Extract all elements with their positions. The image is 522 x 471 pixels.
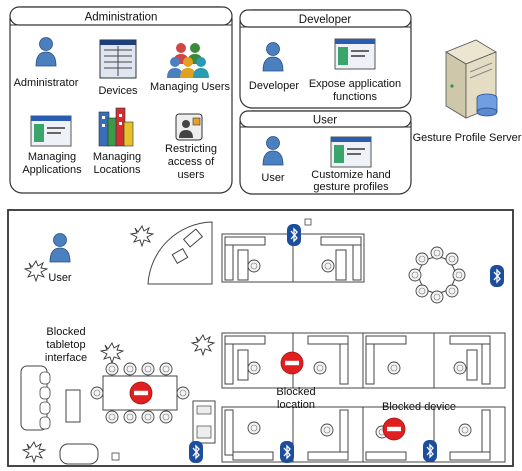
blocked-device-label: Blocked device — [382, 401, 456, 413]
managing-applications-label-line2: Applications — [22, 164, 82, 176]
blocked-location-label-line2: location — [277, 399, 315, 411]
restricting-access-icon — [175, 113, 203, 141]
managing-applications-icon — [30, 115, 72, 147]
bluetooth-icon — [279, 440, 295, 464]
managing-locations-label-line2: Locations — [93, 164, 141, 176]
floor-user-label: User — [48, 272, 72, 284]
restricting-access-label-line2: access of — [168, 156, 215, 168]
round-meeting-table — [408, 246, 466, 304]
managing-locations-icon — [98, 107, 134, 147]
customize-profiles-icon — [330, 136, 372, 168]
workstation-cluster-middle — [221, 332, 506, 389]
administration-panel: Administration Administrator Devices — [9, 6, 233, 194]
bluetooth-icon — [188, 440, 204, 464]
user-label: User — [261, 172, 285, 184]
no-entry-icon — [129, 381, 153, 405]
workstation-cluster-bottom — [221, 406, 506, 463]
user-panel: User User Customize hand gesture profile… — [239, 110, 412, 195]
sofa — [20, 365, 51, 431]
restricting-access-label-line3: users — [178, 169, 205, 181]
blocked-location-label-line1: Blocked — [276, 386, 315, 398]
restricting-access-label-line1: Restricting — [165, 143, 217, 155]
bluetooth-icon — [286, 223, 302, 247]
developer-panel: Developer Developer Expose application f… — [239, 9, 412, 109]
couch-bottom — [59, 443, 120, 465]
workstation-cluster-top — [221, 233, 365, 283]
printer-device — [192, 400, 216, 444]
expose-functions-icon — [334, 38, 376, 70]
device-small — [304, 218, 312, 226]
developer-title: Developer — [299, 14, 352, 26]
developer-label: Developer — [249, 80, 299, 92]
blocked-tabletop-label-line1: Blocked — [46, 326, 85, 338]
expose-functions-label-line1: Expose application — [309, 78, 401, 90]
server-icon — [445, 39, 498, 119]
small-table — [65, 389, 81, 423]
bluetooth-icon — [489, 264, 505, 288]
managing-applications-label-line1: Managing — [28, 151, 76, 163]
no-entry-icon — [382, 417, 406, 441]
customize-profiles-label-line2: gesture profiles — [313, 181, 389, 193]
floor-plan: User — [7, 209, 514, 467]
devices-label: Devices — [98, 85, 138, 97]
user-panel-title: User — [313, 115, 337, 127]
expose-functions-label-line2: functions — [333, 91, 378, 103]
no-entry-icon — [280, 351, 304, 375]
blocked-tabletop-label-line2: tabletop — [46, 339, 85, 351]
bluetooth-icon — [422, 439, 438, 463]
managing-users-icon — [167, 43, 209, 78]
managing-users-label: Managing Users — [150, 81, 231, 93]
administrator-label: Administrator — [14, 77, 79, 89]
managing-locations-label-line1: Managing — [93, 151, 141, 163]
blocked-tabletop-label-line3: interface — [45, 352, 87, 364]
customize-profiles-label-line1: Customize hand — [311, 169, 391, 181]
devices-icon — [99, 39, 137, 79]
administration-title: Administration — [85, 12, 158, 24]
reception-desk — [147, 221, 213, 285]
server-label: Gesture Profile Server — [413, 132, 522, 144]
